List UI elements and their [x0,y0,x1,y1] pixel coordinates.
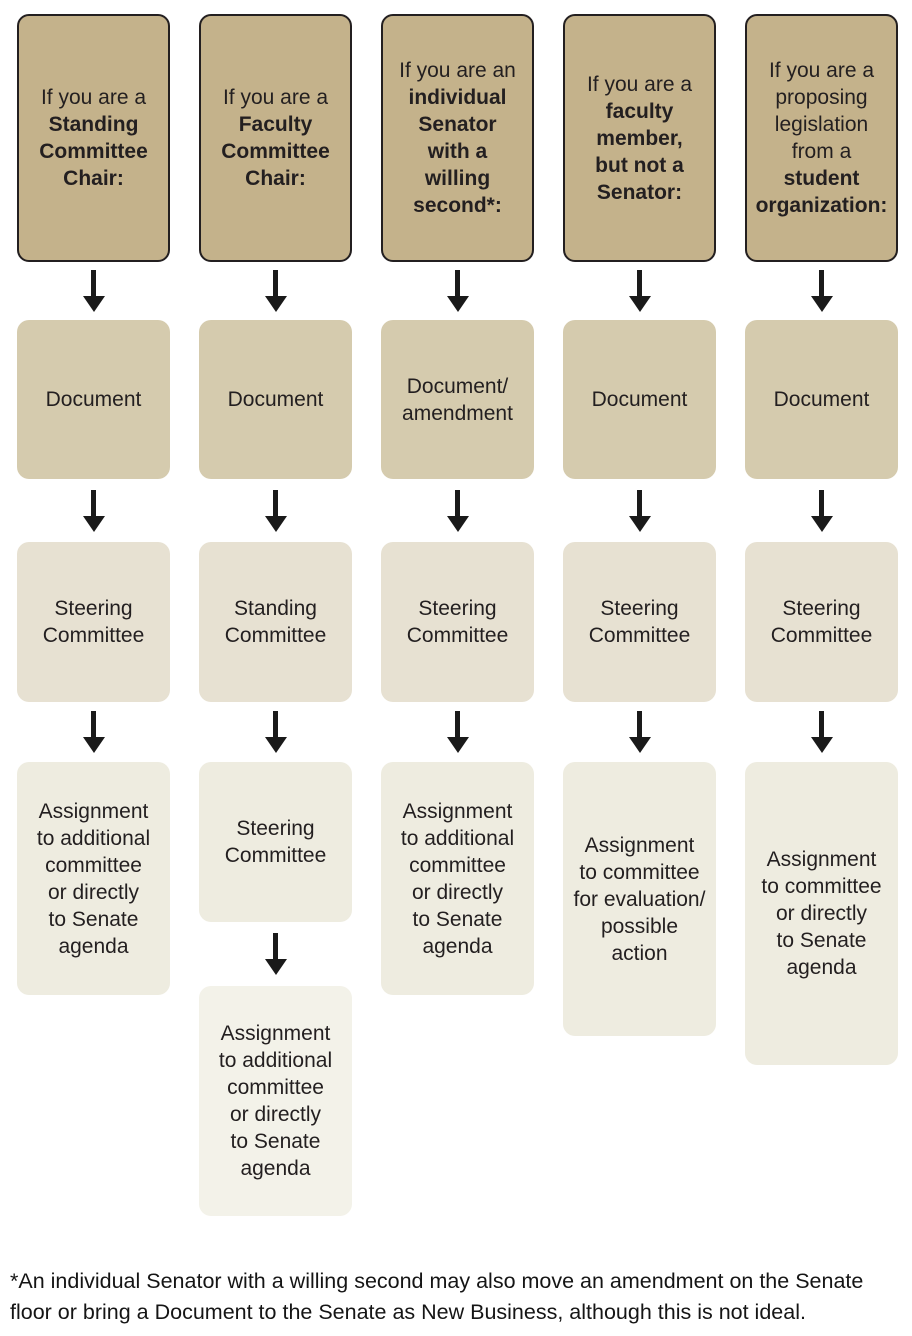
header-line: Senator [418,113,497,136]
header-line: If you are a [768,59,875,82]
connector [381,479,534,542]
flow-column-faculty-member: If you are a faculty member, but not a S… [563,14,716,1036]
header-line: individual [408,86,507,109]
header-line: Faculty [238,113,313,136]
connector [563,702,716,762]
down-arrow-icon [446,711,469,753]
stage-box-steering-committee: Steering Committee [17,542,170,702]
stage-box-steering-committee: Steering Committee [563,542,716,702]
stage-box-steering-committee: Steering Committee [381,542,534,702]
stage-box-assignment: Assignment to additional committee or di… [199,986,352,1216]
connector [199,262,352,320]
down-arrow-icon [628,270,651,312]
header-line: Chair: [245,167,306,190]
connector [745,262,898,320]
header-line: from a [791,140,852,163]
header-line: If you are a [40,86,147,109]
footnote: *An individual Senator with a willing se… [10,1269,864,1324]
down-arrow-icon [264,933,287,975]
connector [17,702,170,762]
connector [199,702,352,762]
header-line: If you are a [586,72,693,96]
header-line: Committee [39,140,148,163]
stage-box-assignment: Assignment to additional committee or di… [381,762,534,995]
header-box-faculty-committee-chair: If you are a Faculty Committee Chair: [199,14,352,262]
stage-box-standing-committee: Standing Committee [199,542,352,702]
header-box-standing-committee-chair: If you are a Standing Committee Chair: [17,14,170,262]
header-line: legislation [774,113,869,136]
down-arrow-icon [810,270,833,312]
header-line: If you are an [399,59,516,82]
header-line: If you are a [222,86,329,109]
header-line: organization: [755,194,888,217]
connector [17,262,170,320]
stage-box-document: Document [199,320,352,479]
header-box-student-organization: If you are a proposing legislation from … [745,14,898,262]
down-arrow-icon [446,270,469,312]
header-line: faculty [605,99,674,123]
header-line: second*: [413,194,502,217]
connector [745,702,898,762]
header-line: member, [596,126,683,150]
down-arrow-icon [628,711,651,753]
down-arrow-icon [810,489,833,532]
down-arrow-icon [264,489,287,532]
flow-column-individual-senator: If you are an individual Senator with a … [381,14,534,995]
connector [745,479,898,542]
stage-box-document-amendment: Document/ amendment [381,320,534,479]
flow-column-standing-committee-chair: If you are a Standing Committee Chair: D… [17,14,170,995]
stage-box-steering-committee: Steering Committee [199,762,352,922]
down-arrow-icon [82,270,105,312]
stage-box-document: Document [563,320,716,479]
connector [17,479,170,542]
header-line: with a [427,140,488,163]
stage-box-assignment: Assignment to committee for evaluation/ … [563,762,716,1036]
stage-box-document: Document [745,320,898,479]
connector [381,262,534,320]
header-line: proposing [775,86,868,109]
down-arrow-icon [82,489,105,532]
down-arrow-icon [82,711,105,753]
header-line: Committee [221,140,330,163]
stage-box-steering-committee: Steering Committee [745,542,898,702]
header-line: but not a [595,153,684,177]
header-line: willing [424,167,491,190]
header-line: Senator: [596,180,683,204]
down-arrow-icon [446,489,469,532]
connector [199,922,352,986]
stage-box-assignment: Assignment to additional committee or di… [17,762,170,995]
connector [381,702,534,762]
legislation-flowchart: If you are a Standing Committee Chair: D… [17,14,898,1216]
stage-box-assignment: Assignment to committee or directly to S… [745,762,898,1065]
connector [563,262,716,320]
flow-column-student-organization: If you are a proposing legislation from … [745,14,898,1065]
header-line: student [783,167,860,190]
stage-box-document: Document [17,320,170,479]
down-arrow-icon [810,711,833,753]
header-box-faculty-member: If you are a faculty member, but not a S… [563,14,716,262]
connector [199,479,352,542]
down-arrow-icon [264,711,287,753]
header-line: Chair: [63,167,124,190]
down-arrow-icon [628,489,651,532]
connector [563,479,716,542]
header-line: Standing [48,113,139,136]
header-box-individual-senator: If you are an individual Senator with a … [381,14,534,262]
down-arrow-icon [264,270,287,312]
flow-column-faculty-committee-chair: If you are a Faculty Committee Chair: Do… [199,14,352,1216]
